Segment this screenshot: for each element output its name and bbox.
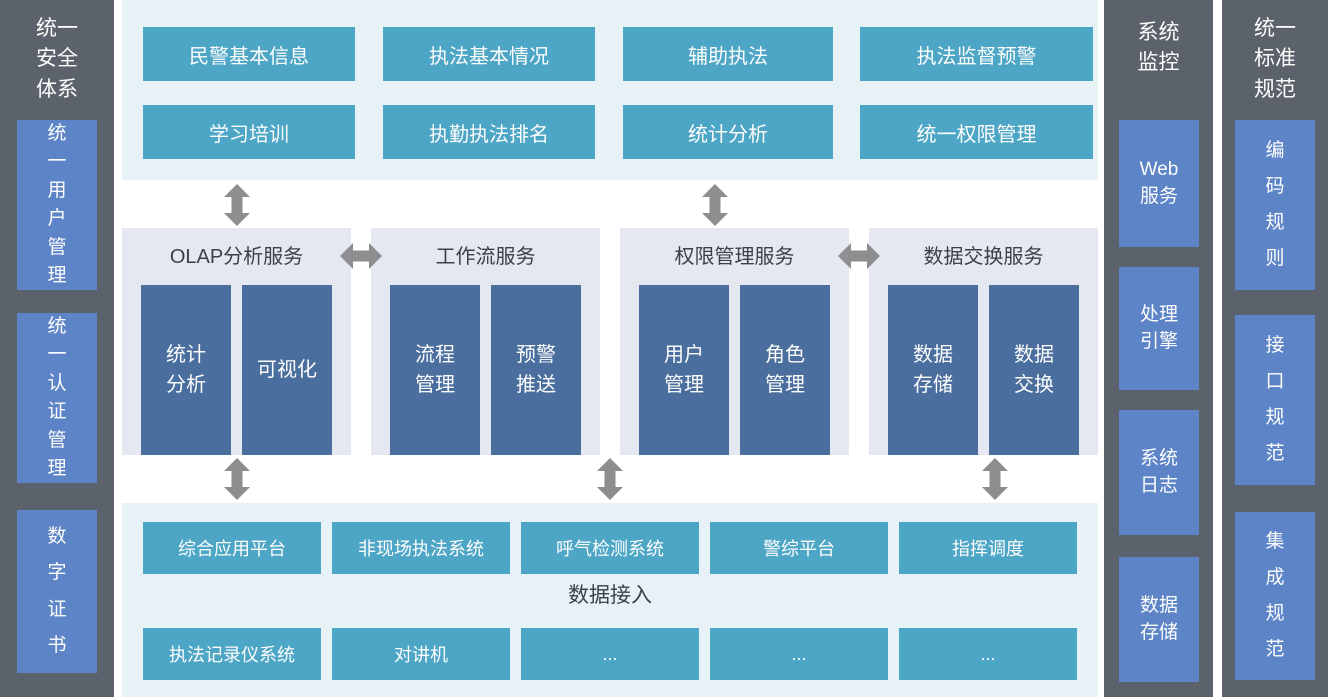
security-column-title: 统一 安全 体系 bbox=[36, 17, 78, 101]
service-box-data-storage: 数据 存储 bbox=[888, 285, 978, 455]
app-box-supervision-warning: 执法监督预警 bbox=[860, 27, 1093, 81]
service-panel-title: 工作流服务 bbox=[435, 246, 536, 268]
platform-box-offsite-enforcement: 非现场执法系统 bbox=[332, 522, 510, 574]
service-box-visualization: 可视化 bbox=[242, 285, 332, 455]
service-box-process-management: 流程 管理 bbox=[390, 285, 480, 455]
double-arrow-horizontal-icon bbox=[838, 243, 880, 269]
standards-item-integration-spec: 集 成 规 范 bbox=[1235, 512, 1315, 680]
service-panel-title: OLAP分析服务 bbox=[169, 246, 304, 268]
platform-box-breath-test: 呼气检测系统 bbox=[521, 522, 699, 574]
app-box-assisted-enforcement: 辅助执法 bbox=[623, 27, 833, 81]
security-item-user-management: 统 一 用 户 管 理 bbox=[17, 120, 97, 290]
app-box-learning-training: 学习培训 bbox=[143, 105, 355, 159]
double-arrow-horizontal-icon bbox=[340, 243, 382, 269]
source-box-ellipsis: ... bbox=[521, 628, 699, 680]
service-box-user-management: 用户 管理 bbox=[639, 285, 729, 455]
service-panel-data-exchange: 数据交换服务 数据 存储 数据 交换 bbox=[869, 228, 1098, 455]
service-box-statistical-analysis: 统计 分析 bbox=[141, 285, 231, 455]
app-box-police-basic-info: 民警基本信息 bbox=[143, 27, 355, 81]
platform-box-command-dispatch: 指挥调度 bbox=[899, 522, 1077, 574]
monitor-item-web-service: Web 服务 bbox=[1119, 120, 1199, 247]
double-arrow-vertical-icon bbox=[224, 184, 250, 226]
platform-box-police-platform: 警综平台 bbox=[710, 522, 888, 574]
standards-column: 统一 标准 规范 编 码 规 则 接 口 规 范 集 成 规 范 bbox=[1222, 0, 1328, 697]
app-box-permission-management: 统一权限管理 bbox=[860, 105, 1093, 159]
platform-box-integrated-application: 综合应用平台 bbox=[143, 522, 321, 574]
double-arrow-vertical-icon bbox=[597, 458, 623, 500]
service-box-role-management: 角色 管理 bbox=[740, 285, 830, 455]
security-column: 统一 安全 体系 统 一 用 户 管 理 统 一 认 证 管 理 数 字 证 书 bbox=[0, 0, 114, 697]
application-section: 民警基本信息 执法基本情况 辅助执法 执法监督预警 学习培训 执勤执法排名 统计… bbox=[122, 0, 1098, 180]
source-box-body-camera-system: 执法记录仪系统 bbox=[143, 628, 321, 680]
monitor-item-processing-engine: 处理 引擎 bbox=[1119, 267, 1199, 390]
app-box-law-enforcement-basics: 执法基本情况 bbox=[383, 27, 595, 81]
double-arrow-vertical-icon bbox=[702, 184, 728, 226]
app-box-duty-ranking: 执勤执法排名 bbox=[383, 105, 595, 159]
security-item-auth-management: 统 一 认 证 管 理 bbox=[17, 313, 97, 483]
service-panel-workflow: 工作流服务 流程 管理 预警 推送 bbox=[371, 228, 600, 455]
double-arrow-vertical-icon bbox=[982, 458, 1008, 500]
service-box-data-exchange: 数据 交换 bbox=[989, 285, 1079, 455]
standards-item-interface-spec: 接 口 规 范 bbox=[1235, 315, 1315, 485]
data-access-section: 综合应用平台 非现场执法系统 呼气检测系统 警综平台 指挥调度 数据接入 执法记… bbox=[122, 503, 1098, 697]
service-panel-title: 数据交换服务 bbox=[923, 246, 1044, 268]
monitor-column-title: 系统 监控 bbox=[1137, 21, 1180, 75]
security-item-digital-certificate: 数 字 证 书 bbox=[17, 510, 97, 673]
service-panel-olap: OLAP分析服务 统计 分析 可视化 bbox=[122, 228, 351, 455]
service-panel-permissions: 权限管理服务 用户 管理 角色 管理 bbox=[620, 228, 849, 455]
monitor-item-system-log: 系统 日志 bbox=[1119, 410, 1199, 535]
source-box-ellipsis: ... bbox=[899, 628, 1077, 680]
data-access-title: 数据接入 bbox=[568, 584, 652, 607]
monitor-item-data-storage: 数据 存储 bbox=[1119, 557, 1199, 682]
service-panel-title: 权限管理服务 bbox=[674, 246, 795, 268]
service-box-warning-push: 预警 推送 bbox=[491, 285, 581, 455]
standards-item-coding-rules: 编 码 规 则 bbox=[1235, 120, 1315, 290]
double-arrow-vertical-icon bbox=[224, 458, 250, 500]
app-box-statistical-analysis: 统计分析 bbox=[623, 105, 833, 159]
source-box-ellipsis: ... bbox=[710, 628, 888, 680]
standards-column-title: 统一 标准 规范 bbox=[1254, 17, 1296, 101]
source-box-walkie-talkie: 对讲机 bbox=[332, 628, 510, 680]
main-area: 民警基本信息 执法基本情况 辅助执法 执法监督预警 学习培训 执勤执法排名 统计… bbox=[122, 0, 1098, 697]
monitor-column: 系统 监控 Web 服务 处理 引擎 系统 日志 数据 存储 bbox=[1104, 0, 1213, 697]
